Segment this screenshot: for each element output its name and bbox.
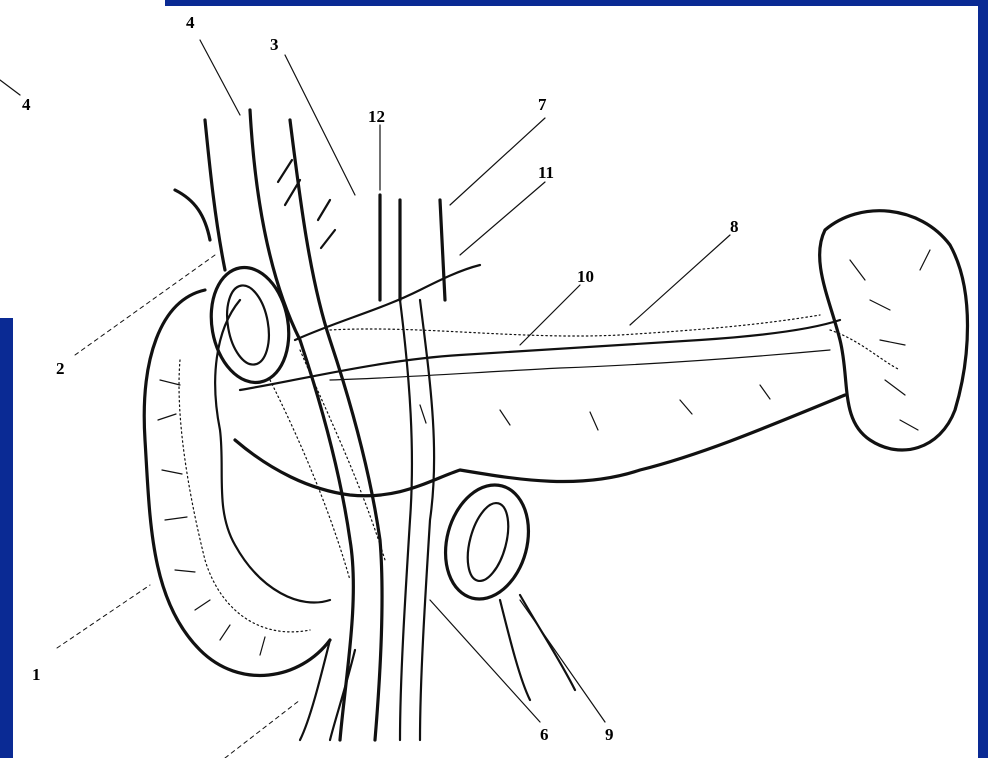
- right-kidney: [203, 261, 298, 388]
- frame-right-bar: [978, 0, 988, 758]
- callout-label-10: 10: [577, 267, 594, 286]
- callout-label-1: 1: [32, 665, 41, 684]
- callout-label-7: 7: [538, 95, 547, 114]
- callout-label-4-top: 4: [186, 13, 195, 32]
- callout-label-4-left: 4: [22, 95, 31, 114]
- frame-left-bar: [0, 318, 13, 758]
- major-vessels: [175, 110, 575, 740]
- spleen: [820, 211, 968, 450]
- leader-lines: [0, 40, 730, 758]
- left-kidney: [433, 476, 540, 609]
- callout-label-8: 8: [730, 217, 739, 236]
- callout-label-2: 2: [56, 359, 65, 378]
- callout-label-6: 6: [540, 725, 549, 744]
- callout-label-11: 11: [538, 163, 554, 182]
- callout-label-12: 12: [368, 107, 385, 126]
- pancreas: [235, 315, 845, 496]
- frame-top-bar: [165, 0, 988, 6]
- callout-label-3: 3: [270, 35, 279, 54]
- callout-label-9: 9: [605, 725, 614, 744]
